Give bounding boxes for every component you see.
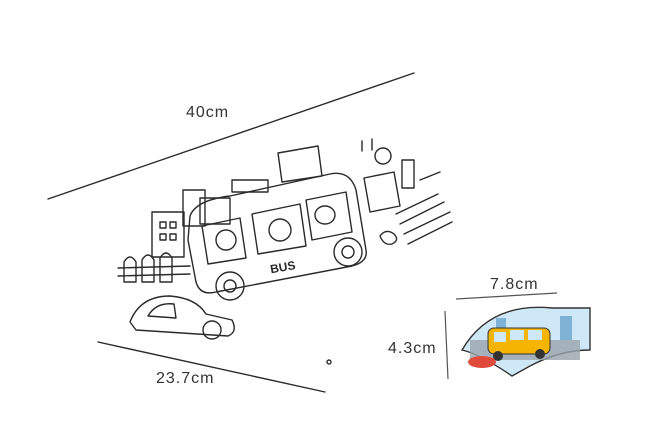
thumb-width-line — [455, 292, 558, 300]
bottom-edge-length: 23.7cm — [156, 370, 215, 387]
bottom-dimension-line — [97, 341, 326, 393]
crosswalk-lines — [395, 171, 453, 245]
car-drawing — [129, 295, 235, 340]
top-edge-length: 40cm — [186, 104, 230, 121]
thumb-width-length: 7.8cm — [490, 276, 539, 293]
fence — [117, 252, 191, 283]
bus-drawing — [187, 172, 398, 301]
thumb-height-length: 4.3cm — [388, 340, 437, 357]
thumb-height-line — [444, 310, 449, 380]
top-dimension-line — [47, 72, 415, 200]
bus-sign-text: BUS — [269, 258, 296, 276]
